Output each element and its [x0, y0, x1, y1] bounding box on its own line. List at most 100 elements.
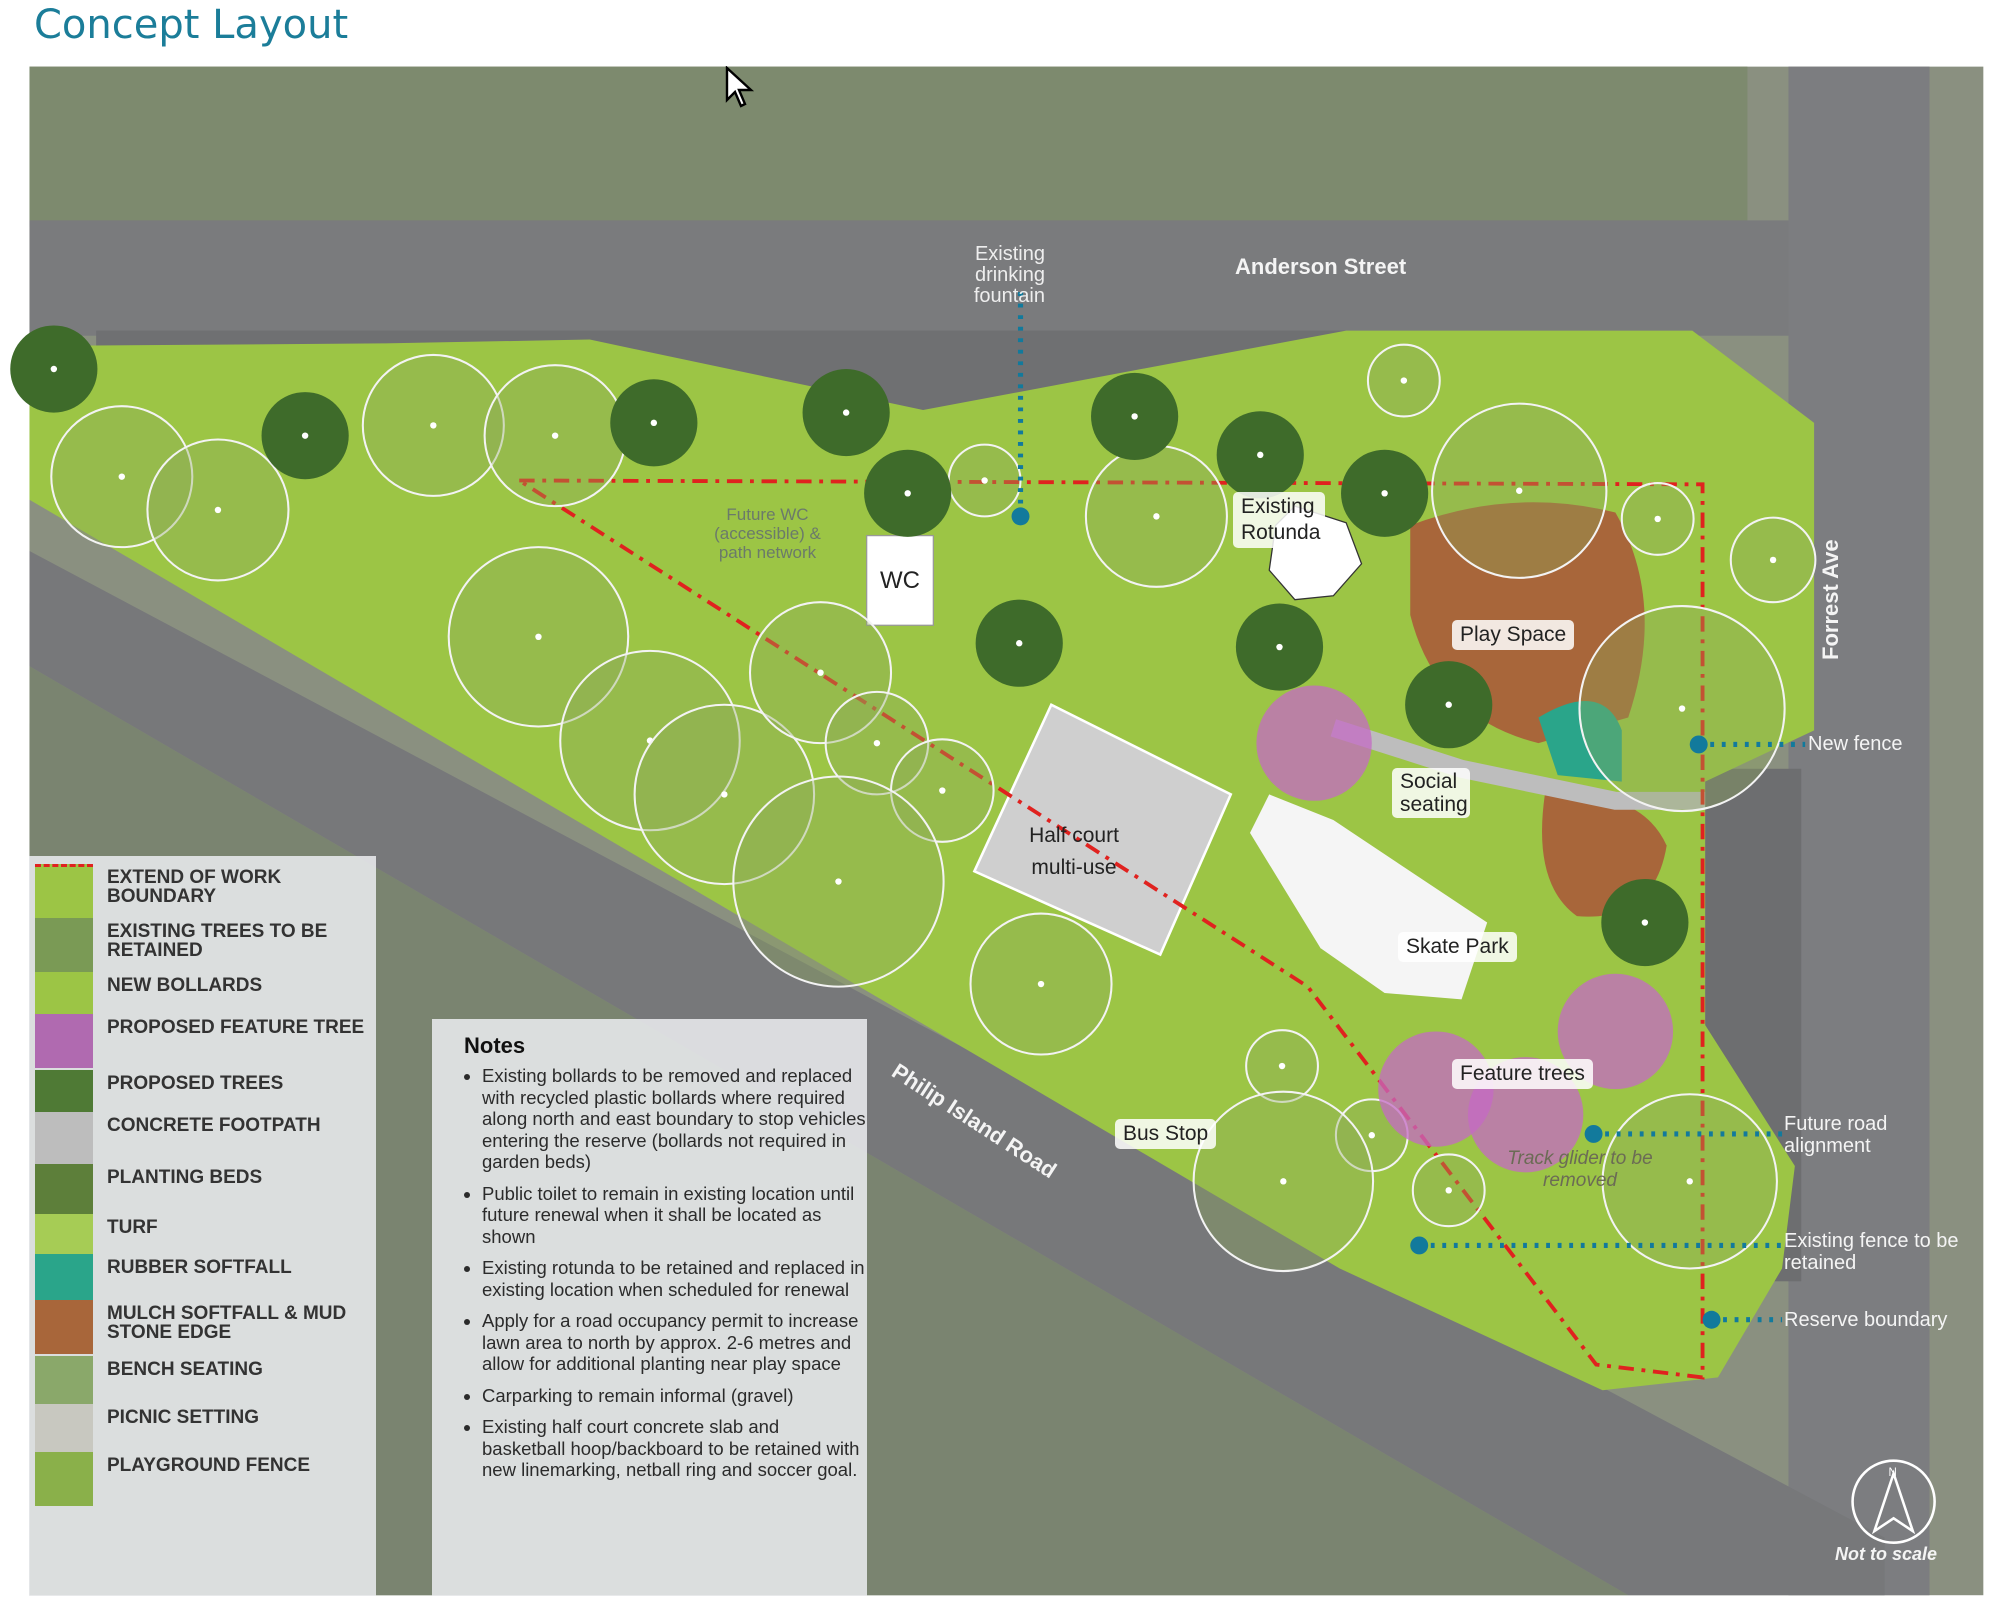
feature-trees-label: Feature trees	[1452, 1059, 1593, 1089]
note-item: Existing bollards to be removed and repl…	[482, 1065, 867, 1173]
reserve-boundary-label: Reserve boundary	[1784, 1309, 1948, 1331]
scale-label: Not to scale	[1835, 1544, 1938, 1564]
feature-tree-icon	[35, 1014, 93, 1068]
drinking-fountain-label: Existing drinking fountain	[973, 243, 1045, 307]
tree-centre-marker	[430, 422, 437, 429]
notes-heading: Notes	[464, 1033, 526, 1058]
philip-island-road	[29, 550, 1885, 1596]
north-label: N	[1888, 1467, 1896, 1479]
legend-label: PICNIC SETTING	[107, 1407, 260, 1428]
tree-centre-marker	[551, 432, 559, 439]
legend-item: EXTEND OF WORK BOUNDARY	[29, 864, 376, 921]
tree-centre-marker	[535, 633, 542, 641]
legend-label: EXTEND OF WORK BOUNDARY	[107, 867, 282, 907]
tree-centre-marker	[1131, 413, 1138, 420]
note-item: Existing rotunda to be retained and repl…	[482, 1257, 867, 1300]
tree-centre-marker	[939, 787, 946, 794]
footpath	[1330, 719, 1706, 810]
tree-centre-marker	[904, 490, 911, 497]
wc-building	[866, 534, 934, 626]
tree-centre-marker	[301, 432, 309, 439]
anderson-street	[29, 220, 1812, 336]
tree-centre-marker	[1276, 643, 1283, 651]
legend-item: CONCRETE FOOTPATH	[29, 1112, 376, 1166]
tree-centre-marker	[1400, 377, 1408, 384]
north-arrow-icon	[1851, 1459, 1936, 1544]
tree-centre-marker	[817, 669, 824, 676]
new-fence-label: New fence	[1808, 733, 1903, 755]
tree-centre-marker	[1654, 515, 1661, 523]
legend-label: PROPOSED FEATURE TREE	[107, 1017, 365, 1038]
tree-centre-marker	[1016, 640, 1023, 647]
tree-centre-marker	[1445, 701, 1452, 708]
playground-fence-icon	[35, 1452, 93, 1506]
forrest-ave-label: Forrest Ave	[1818, 539, 1843, 660]
work-boundary	[518, 478, 1705, 1380]
note-item: Existing half court concrete slab and ba…	[482, 1416, 867, 1481]
tree-centre-marker	[1641, 919, 1649, 926]
picnic-icon	[35, 1404, 93, 1458]
rotunda-label: Existing Rotunda	[1233, 492, 1325, 548]
callout-dots	[1011, 507, 1721, 1329]
legend-item: PLANTING BEDS	[29, 1164, 376, 1218]
legend-item: RUBBER SOFTFALL	[29, 1254, 376, 1308]
notes-list: Existing bollards to be removed and repl…	[442, 1065, 867, 1491]
tree-centre-marker	[842, 409, 850, 416]
existing-tree-icon	[35, 918, 93, 972]
legend-item: PROPOSED FEATURE TREE	[29, 1014, 376, 1068]
legend-item: PLAYGROUND FENCE	[29, 1452, 376, 1506]
reserve-turf	[29, 330, 1815, 1391]
legend-item: EXISTING TREES TO BE RETAINED	[29, 918, 376, 972]
vegetation-north	[29, 66, 1748, 227]
notes-panel: Notes Existing bollards to be removed an…	[432, 1019, 867, 1596]
social-seating-label: Social seating	[1392, 768, 1470, 818]
legend-label: TURF	[107, 1217, 158, 1238]
forrest-ave	[1788, 66, 1930, 1596]
tree-centre-marker	[873, 739, 881, 747]
note-item: Carparking to remain informal (gravel)	[482, 1385, 867, 1407]
feature-tree-icon	[1256, 685, 1372, 801]
tree-centre-marker	[1686, 1178, 1693, 1185]
tree-centre-marker	[1257, 451, 1264, 459]
bus-stop-label: Bus Stop	[1115, 1119, 1217, 1149]
future-wc-label: Future WC (accessible) & path network	[714, 505, 821, 562]
legend-item: MULCH SOFTFALL & MUD STONE EDGE	[29, 1300, 376, 1354]
future-road-label: Future road alignment	[1784, 1113, 1888, 1157]
legend-item: BENCH SEATING	[29, 1356, 376, 1410]
page-title: Concept Layout	[34, 2, 349, 48]
skate-park-label: Skate Park	[1398, 932, 1517, 962]
anderson-street-label: Anderson Street	[1235, 254, 1407, 279]
legend-panel: EXTEND OF WORK BOUNDARY EXISTING TREES TO…	[29, 856, 376, 1596]
legend-label: RUBBER SOFTFALL	[107, 1257, 292, 1278]
tree-centre-marker	[1280, 1178, 1287, 1185]
half-court	[972, 702, 1233, 957]
tree-centre-marker	[1381, 490, 1388, 497]
wc-label: WC	[880, 567, 920, 594]
note-item: Public toilet to remain in existing loca…	[482, 1183, 867, 1248]
tree-centre-marker	[50, 365, 58, 373]
legend-label: PROPOSED TREES	[107, 1073, 284, 1094]
legend-label: MULCH SOFTFALL & MUD STONE EDGE	[107, 1303, 347, 1343]
half-court-label: Half court multi-use	[1029, 824, 1119, 879]
callout-lines	[1017, 292, 1806, 1323]
existing-fence-label: Existing fence to be retained	[1784, 1230, 1959, 1274]
rubber-softfall-icon	[35, 1254, 93, 1308]
play-space-label: Play Space	[1452, 620, 1575, 650]
tree-centre-marker	[835, 878, 842, 885]
track-glider-label: Track glider to be removed	[1507, 1148, 1653, 1191]
tree-centre-marker	[650, 419, 658, 427]
tree-centre-marker	[1445, 1187, 1452, 1194]
legend-item: PICNIC SETTING	[29, 1404, 376, 1458]
tree-centre-marker	[721, 791, 728, 798]
legend-label: CONCRETE FOOTPATH	[107, 1115, 321, 1136]
note-item: Apply for a road occupancy permit to inc…	[482, 1310, 867, 1375]
tree-centre-marker	[1516, 487, 1523, 494]
tree-centre-marker	[1037, 980, 1045, 988]
legend-label: PLANTING BEDS	[107, 1167, 263, 1188]
legend-label: NEW BOLLARDS	[107, 975, 263, 996]
rubber-softfall	[1538, 701, 1622, 782]
legend-label: EXISTING TREES TO BE RETAINED	[107, 921, 328, 961]
legend-label: BENCH SEATING	[107, 1359, 263, 1380]
tree-centre-marker	[118, 473, 125, 480]
